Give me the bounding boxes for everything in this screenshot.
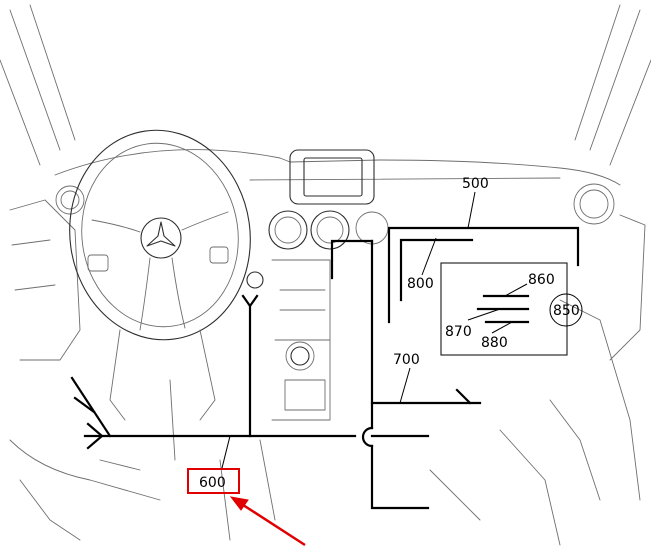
floor-lines — [169, 379, 276, 541]
right-air-vent-inner — [579, 189, 609, 219]
leader-860 — [504, 283, 528, 297]
label-860: 860 — [528, 272, 555, 288]
harness-500-inner — [399, 238, 474, 302]
leader-lines — [221, 191, 528, 469]
leader-880 — [491, 321, 513, 334]
center-vent-1 — [268, 210, 308, 250]
dashboard-top — [54, 149, 621, 186]
center-vent-1-inner — [274, 216, 302, 244]
harness-600-left-stub — [73, 396, 96, 414]
leader-600 — [221, 435, 231, 469]
left-air-vent-inner — [60, 190, 80, 210]
steering-wheel-inner — [81, 142, 239, 328]
leader-870 — [467, 308, 501, 321]
console-lower — [284, 379, 326, 411]
label-800: 800 — [407, 276, 434, 292]
steering-spokes — [91, 211, 229, 331]
label-500: 500 — [462, 176, 489, 192]
center-display-frame — [289, 149, 375, 205]
three-pointed-star-icon — [146, 221, 176, 247]
harness-600-up-fork — [241, 294, 259, 308]
leader-800 — [421, 237, 437, 276]
dashboard-top-inner — [249, 177, 561, 181]
harness-lines — [70, 226, 580, 510]
ignition-knob — [246, 271, 264, 289]
harness-600-left-diagonal — [70, 376, 112, 438]
control-unit-circle — [549, 293, 583, 327]
leader-700 — [399, 367, 411, 404]
label-600: 600 — [199, 475, 226, 491]
right-a-pillar — [574, 4, 651, 166]
console-dial-ring — [285, 341, 315, 371]
right-floor — [429, 429, 561, 546]
left-air-vent — [55, 185, 85, 215]
label-880: 880 — [481, 335, 508, 351]
center-console-outline — [271, 259, 331, 421]
steering-hub — [140, 217, 182, 259]
label-700: 700 — [393, 352, 420, 368]
red-arrow-icon — [229, 496, 306, 547]
steering-left-buttons — [87, 254, 109, 272]
console-dial — [290, 346, 310, 366]
left-door-panel — [9, 199, 81, 361]
center-vent-3 — [355, 211, 389, 245]
left-a-pillar — [0, 4, 76, 166]
right-air-vent — [573, 183, 615, 225]
harness-600-left-arrow — [86, 422, 104, 450]
label-870: 870 — [445, 324, 472, 340]
steering-wheel-outer — [69, 129, 251, 341]
reference-labels: 500 800 860 850 870 880 700 600 — [199, 176, 580, 491]
label-850: 850 — [553, 303, 580, 319]
left-seat — [9, 439, 161, 541]
harness-700-right-fork — [455, 388, 472, 405]
center-display-screen — [303, 157, 363, 197]
highlight-box-600 — [187, 468, 240, 494]
center-display-module-box — [440, 262, 568, 356]
leader-500 — [467, 191, 476, 229]
harness-500-outer — [387, 226, 580, 324]
steering-right-buttons — [209, 246, 229, 264]
center-vent-2-inner — [316, 216, 344, 244]
harness-700-top-hook — [330, 239, 374, 280]
center-vent-2 — [310, 210, 350, 250]
steering-column — [109, 329, 216, 421]
right-door-panel — [549, 214, 646, 501]
harness-700-vertical-bottom — [370, 444, 430, 510]
harness-crossover-hop — [361, 426, 374, 448]
